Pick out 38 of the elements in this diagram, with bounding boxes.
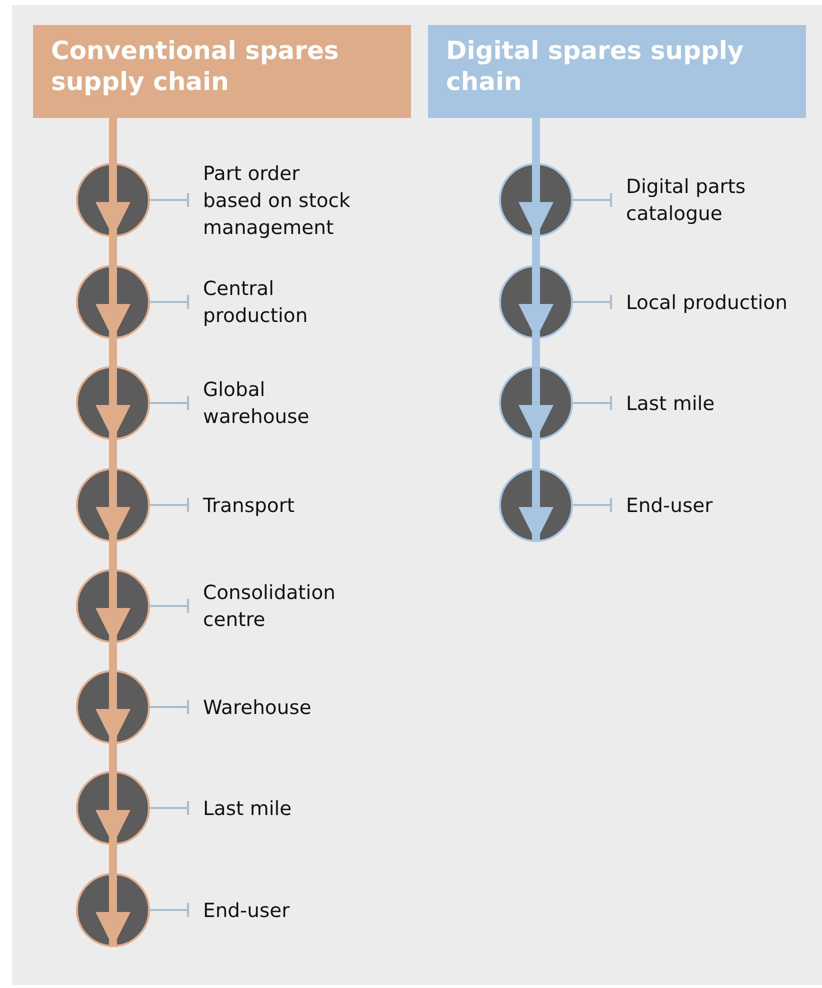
leader-line [573, 294, 612, 310]
arrow [95, 118, 131, 237]
step-label: Last mile [626, 390, 816, 416]
step-label: Central production [203, 275, 363, 329]
arrow [518, 440, 554, 542]
arrow [95, 440, 131, 542]
arrow [95, 237, 131, 339]
step-label: Digital parts catalogue [626, 173, 816, 227]
step-label: Part order based on stock management [203, 160, 363, 240]
step-label: Global warehouse [203, 376, 363, 430]
header-banner: Conventional spares supply chain [33, 25, 411, 118]
header-banner: Digital spares supply chain [428, 25, 806, 118]
leader-line [573, 192, 612, 208]
arrow [518, 118, 554, 237]
arrow [95, 542, 131, 643]
leader-line [150, 699, 189, 715]
leader-line [573, 395, 612, 411]
arrow [95, 845, 131, 947]
arrow [95, 744, 131, 845]
step-label: Warehouse [203, 694, 363, 720]
step-label: Local production [626, 288, 816, 316]
leader-line [150, 192, 189, 208]
leader-line [150, 497, 189, 513]
leader-line [150, 294, 189, 310]
step-label: End-user [626, 492, 816, 518]
leader-line [150, 395, 189, 411]
leader-line [150, 902, 189, 918]
step-label: End-user [203, 896, 363, 924]
arrow [95, 643, 131, 744]
arrow [518, 237, 554, 339]
leader-line [573, 497, 612, 513]
step-label: Transport [203, 492, 363, 518]
leader-line [150, 598, 189, 614]
arrow [518, 339, 554, 440]
arrow [95, 339, 131, 440]
step-label: Consolidation centre [203, 579, 363, 633]
step-label: Last mile [203, 794, 363, 822]
leader-line [150, 800, 189, 816]
